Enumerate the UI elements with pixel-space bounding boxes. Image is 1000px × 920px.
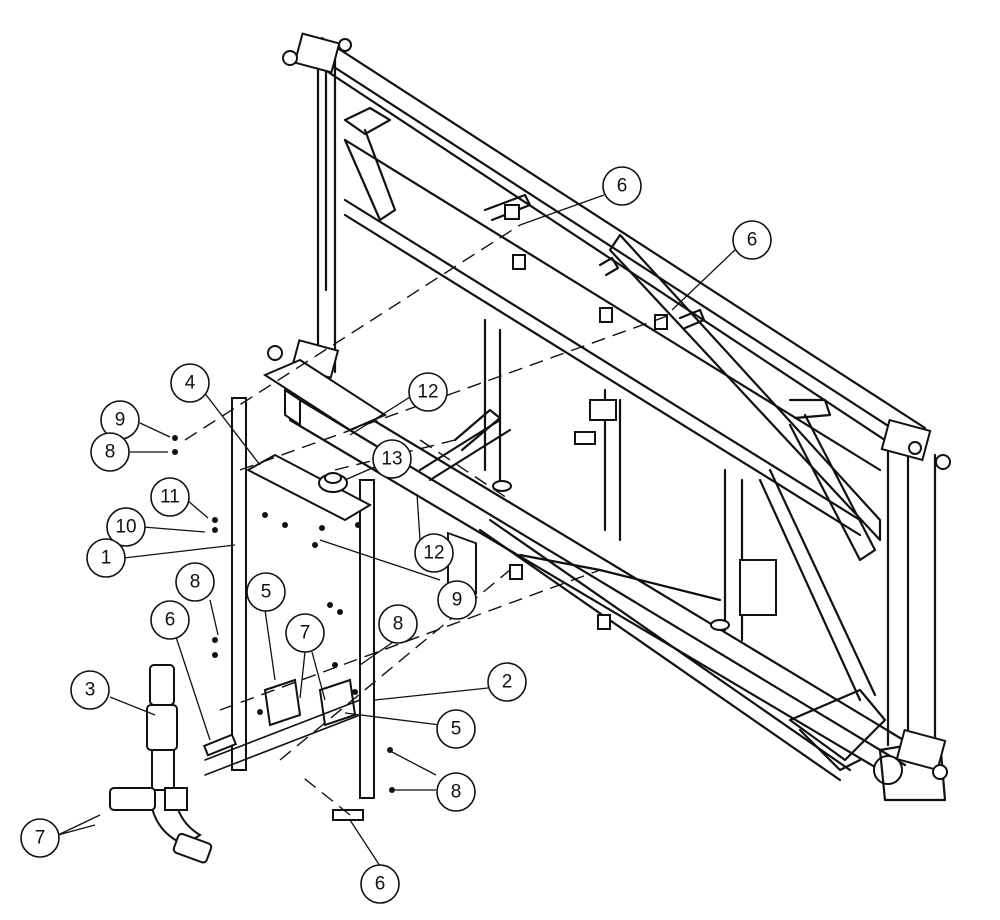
callout-label: 12 [417, 382, 438, 403]
callout-6: 6 [602, 166, 642, 206]
callout-label: 12 [423, 543, 444, 564]
callout-label: 6 [375, 874, 386, 895]
bracket-assembly [172, 358, 395, 821]
callout-label: 6 [747, 230, 758, 251]
callout-label: 2 [502, 672, 513, 693]
callout-label: 9 [452, 590, 463, 611]
explosion-lines [184, 224, 671, 816]
callout-6: 6 [150, 600, 190, 640]
callout-label: 8 [451, 782, 462, 803]
tee-fitting [109, 664, 213, 864]
callout-3: 3 [70, 670, 110, 710]
callout-5: 5 [436, 709, 476, 749]
callout-13: 13 [372, 439, 412, 479]
callout-label: 11 [160, 487, 180, 508]
callout-label: 10 [115, 517, 136, 538]
callout-9: 9 [100, 400, 140, 440]
callout-12: 12 [408, 372, 448, 412]
callout-8: 8 [378, 604, 418, 644]
callout-label: 5 [261, 582, 272, 603]
callout-1: 1 [86, 538, 126, 578]
callout-8: 8 [175, 562, 215, 602]
callout-2: 2 [487, 662, 527, 702]
callout-10: 10 [106, 507, 146, 547]
callout-7: 7 [285, 613, 325, 653]
callouts: 6 6 4 12 9 8 13 11 10 12 1 9 8 5 6 7 8 2… [20, 166, 772, 904]
frame-plates [447, 204, 777, 631]
callout-4: 4 [170, 363, 210, 403]
callout-label: 3 [85, 680, 96, 701]
callout-label: 7 [35, 828, 46, 849]
callout-label: 8 [393, 614, 404, 635]
callout-6: 6 [360, 864, 400, 904]
callout-label: 1 [101, 548, 112, 569]
callout-11: 11 [150, 477, 190, 517]
callout-8: 8 [90, 432, 130, 472]
callout-12: 12 [414, 533, 454, 573]
callout-label: 8 [190, 572, 201, 593]
callout-label: 8 [105, 442, 116, 463]
callout-label: 4 [185, 373, 196, 394]
callout-label: 9 [115, 410, 126, 431]
callout-5: 5 [246, 572, 286, 612]
callout-label: 6 [617, 176, 628, 197]
callout-label: 5 [451, 719, 462, 740]
callout-9: 9 [437, 580, 477, 620]
callout-6: 6 [732, 220, 772, 260]
leader-lines [57, 194, 738, 867]
callout-8: 8 [436, 772, 476, 812]
callout-label: 6 [165, 610, 176, 631]
main-frame [288, 36, 947, 802]
callout-label: 7 [300, 623, 311, 644]
callout-7: 7 [20, 818, 60, 858]
callout-label: 13 [381, 449, 402, 470]
